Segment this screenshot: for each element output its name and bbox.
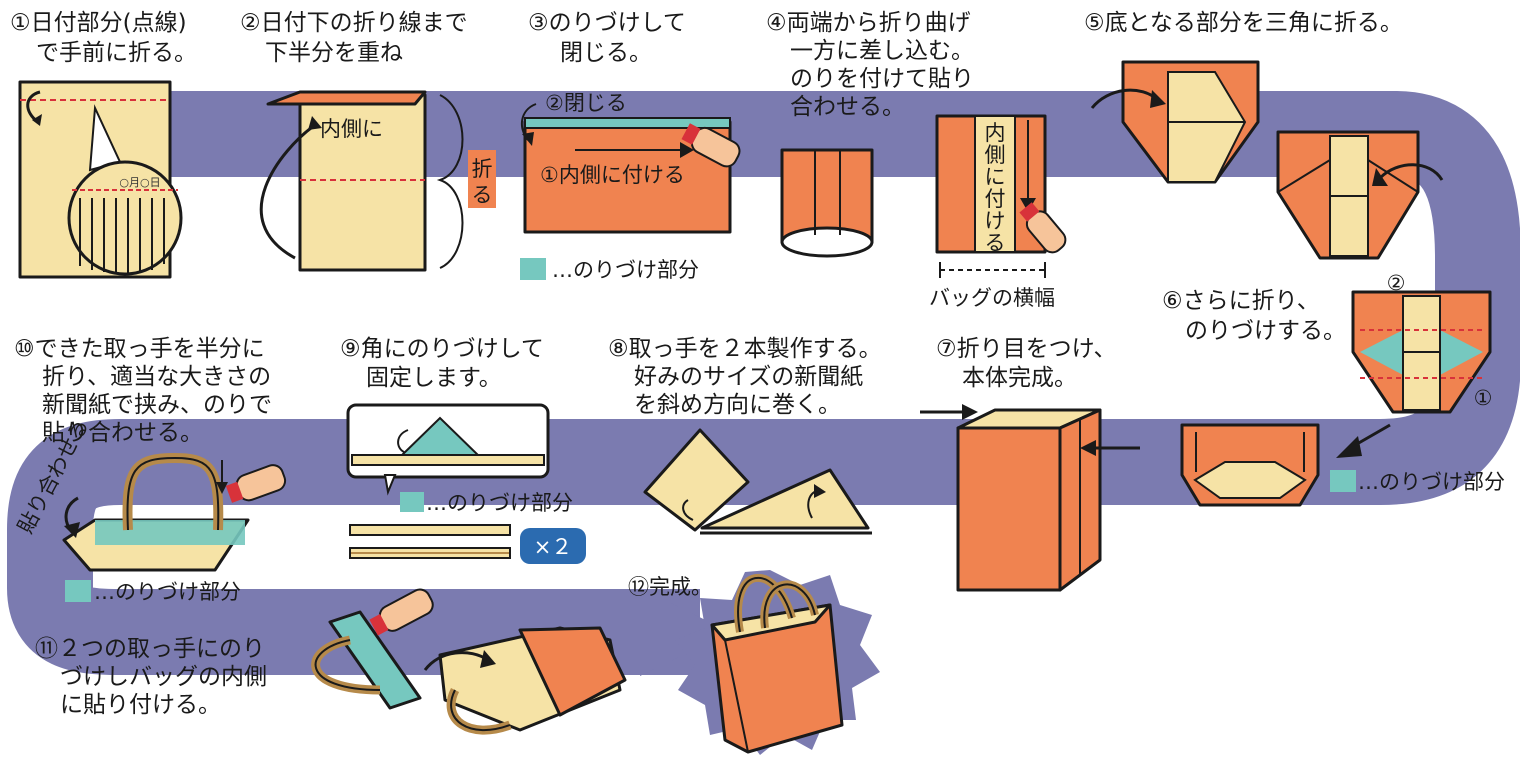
s6-line2: のりづけする。: [1185, 318, 1346, 344]
step-8: [643, 428, 872, 535]
glue-swatch: [520, 258, 546, 280]
handle-strip: [328, 610, 422, 710]
label-close: ②閉じる: [545, 91, 627, 115]
date-label: ○月○日: [119, 176, 160, 189]
attach-v-2: 側: [985, 143, 1006, 167]
s9-line1: ⑨角にのりづけして: [340, 336, 544, 362]
step-5: [1090, 60, 1444, 260]
s12-line1: ⑫完成。: [628, 575, 712, 599]
step-11: [311, 588, 627, 735]
s4-line3: のりを付けて貼り: [790, 66, 974, 92]
num-one: ①: [1474, 386, 1493, 410]
step-captions: ①日付部分(点線) で手前に折る。 ②日付下の折り線まで 下半分を重ね ③のりづ…: [10, 10, 1403, 718]
s4-line1: ④両端から折り曲げ: [766, 10, 971, 36]
s1-line2: で手前に折る。: [36, 40, 197, 66]
bag-body: [956, 426, 1062, 592]
s2-line1: ②日付下の折り線まで: [240, 10, 468, 36]
step-7: [920, 404, 1140, 592]
fold-tag: [468, 150, 496, 208]
s10-line1: ⑩できた取っ手を半分に: [14, 336, 265, 362]
s9-line2: 固定します。: [366, 365, 502, 391]
times-two-badge: [520, 528, 586, 564]
s2-line2: 下半分を重ね: [265, 40, 403, 66]
attach-v-6: る: [985, 231, 1006, 255]
label-fold-1: 折: [472, 157, 493, 181]
s11-line3: に貼り付ける。: [60, 692, 221, 718]
folded-sheet: [298, 93, 427, 272]
s10-line3: 新聞紙で挟み、のりで: [42, 392, 272, 418]
step-10: 貼り合わせる …のりづけ部分: [13, 415, 287, 604]
label-bag-width: バッグの横幅: [929, 286, 1055, 310]
s7-line1: ⑦折り目をつけ、: [936, 336, 1116, 362]
handle-roll-2: [349, 547, 511, 559]
s4-line4: 合わせる。: [790, 94, 905, 120]
bag-bottom-closed-group: [1180, 423, 1391, 507]
glue-legend-1: …のりづけ部分: [552, 258, 699, 282]
s4-line2: 一方に差し込む。: [790, 38, 974, 64]
num-two: ②: [1387, 271, 1406, 295]
glue-swatch-2: [1330, 470, 1356, 492]
glue-legend-2: …のりづけ部分: [1358, 470, 1505, 494]
step-9: …のりづけ部分 ×２: [346, 403, 586, 564]
s1-line1: ①日付部分(点線): [10, 10, 187, 36]
s3-line1: ③のりづけして: [528, 10, 686, 36]
label-fold-2: る: [472, 183, 493, 207]
s10-line2: 折り、適当な大きさの: [42, 364, 271, 390]
s11-line2: づけしバッグの内側: [60, 664, 267, 690]
label-inside: 内側に: [320, 117, 383, 141]
step-4: 内 側 に 付 け る バッグの横幅: [780, 114, 1067, 310]
step-3: ②閉じる ①内側に付ける …のりづけ部分: [520, 91, 741, 282]
handle-roll-1: [349, 524, 511, 536]
step-1: ○月○日: [18, 80, 183, 279]
s3-line2: 閉じる。: [560, 40, 652, 66]
s8-line2: 好みのサイズの新聞紙: [634, 364, 863, 390]
newspaper-rolling: [700, 468, 870, 530]
newspaper-sheet: [643, 428, 750, 532]
times-two-label: ×２: [534, 535, 573, 559]
label-attach-inside: ①内側に付ける: [540, 163, 685, 187]
attach-v-1: 内: [985, 121, 1006, 145]
glue-tube: [681, 123, 741, 168]
flow-path: [7, 91, 1520, 675]
s8-line1: ⑧取っ手を２本製作する。: [608, 336, 882, 362]
attach-v-4: 付: [985, 187, 1006, 211]
s8-line3: を斜め方向に巻く。: [634, 392, 841, 418]
step-12: [675, 570, 880, 755]
step-6: ② ① …のりづけ部分: [1330, 271, 1505, 494]
step-2: 内側に 折 る: [259, 90, 496, 272]
glue-legend-3: …のりづけ部分: [426, 491, 573, 515]
s7-line2: 本体完成。: [962, 365, 1077, 391]
glue-swatch-4: [65, 580, 91, 602]
attach-v-3: に: [985, 165, 1006, 189]
s5-line1: ⑤底となる部分を三角に折る。: [1084, 10, 1403, 36]
attach-v-5: け: [985, 209, 1006, 233]
glue-swatch-3: [400, 492, 424, 512]
flow-arrowhead: [640, 588, 730, 676]
s6-line1: ⑥さらに折り、: [1162, 288, 1320, 314]
s10-line4: 貼り合わせる。: [42, 420, 203, 446]
glue-legend-4: …のりづけ部分: [94, 580, 241, 604]
s11-line1: ⑪２つの取っ手にのり: [35, 636, 265, 662]
